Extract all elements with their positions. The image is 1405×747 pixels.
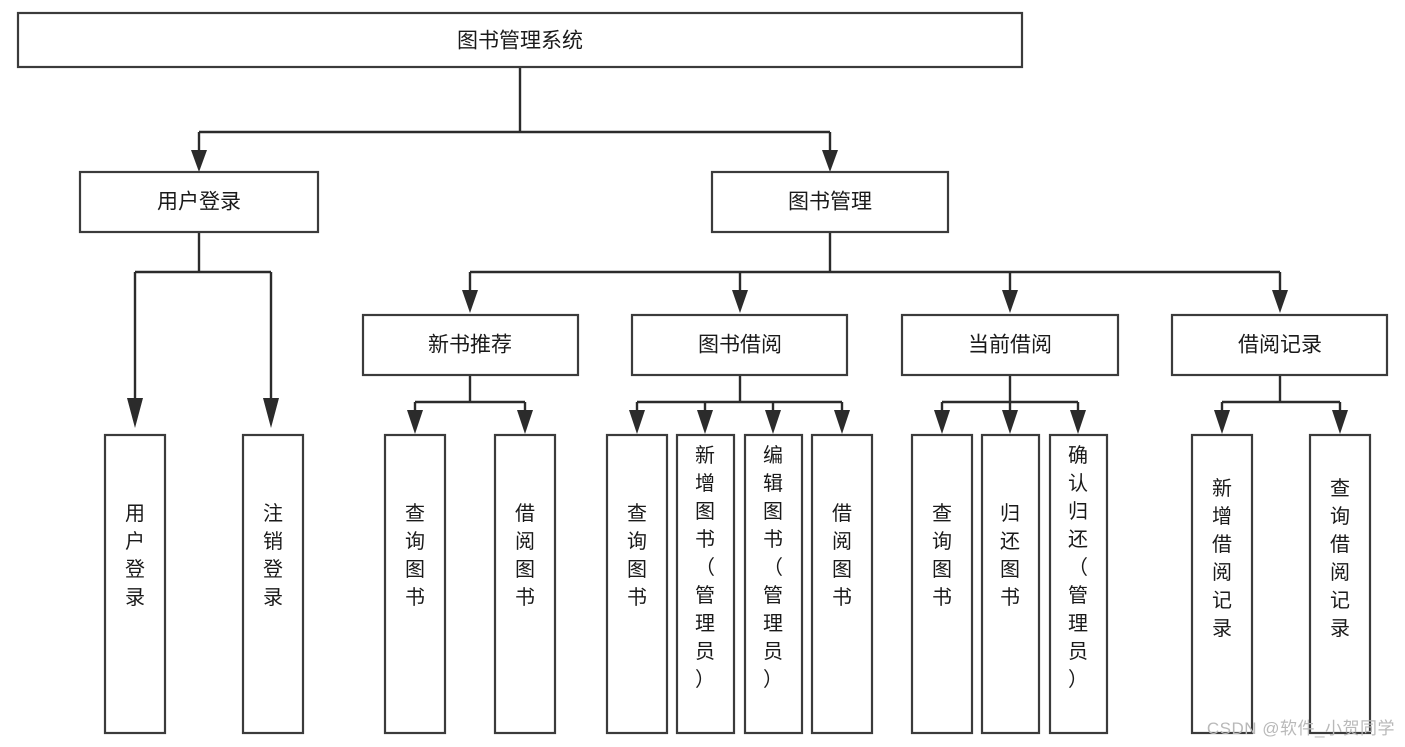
leaf-add-book-admin[interactable]: 新增图书（管理员） <box>675 433 736 735</box>
node-new-book-recommend-box[interactable] <box>361 313 580 377</box>
node-book-manage-box[interactable] <box>710 170 950 234</box>
leaf-logout-login-label: 注销登录 <box>263 502 283 609</box>
leaf-borrow-book-2-label: 借阅图书 <box>832 502 852 609</box>
leaf-edit-book-admin-box[interactable] <box>743 433 804 735</box>
leaf-add-book-admin-label: 新增图书（管理员） <box>695 444 715 691</box>
node-root[interactable]: 图书管理系统 <box>16 11 1024 69</box>
leaf-query-borrow-record[interactable]: 查询借阅记录 <box>1308 433 1372 735</box>
leaf-query-book-2-box[interactable] <box>605 433 669 735</box>
node-user-login-box[interactable] <box>78 170 320 234</box>
node-current-borrow-box[interactable] <box>900 313 1120 377</box>
arrowhead-leaf-return-book <box>1002 410 1018 434</box>
arrowhead-leaf-borrow-book-1 <box>517 410 533 434</box>
leaf-query-book-3-label: 查询图书 <box>932 502 952 609</box>
leaf-return-book-box[interactable] <box>980 433 1041 735</box>
leaf-borrow-book-2[interactable]: 借阅图书 <box>810 433 874 735</box>
arrowhead-leaf-add-book-admin <box>697 410 713 434</box>
leaf-borrow-book-2-box[interactable] <box>810 433 874 735</box>
node-book-manage[interactable]: 图书管理 <box>710 170 950 234</box>
arrowhead-leaf-borrow-book-2 <box>834 410 850 434</box>
node-current-borrow-label: 当前借阅 <box>968 334 1052 357</box>
leaf-query-book-1-label: 查询图书 <box>405 502 425 609</box>
arrowhead-book-borrow <box>732 290 748 313</box>
arrowhead-leaf-logout-login <box>263 398 279 428</box>
leaf-query-borrow-record-label: 查询借阅记录 <box>1330 477 1350 640</box>
leaf-logout-login[interactable]: 注销登录 <box>241 433 305 735</box>
node-borrow-record[interactable]: 借阅记录 <box>1170 313 1389 377</box>
node-root-box[interactable] <box>16 11 1024 69</box>
arrowhead-leaf-edit-book-admin <box>765 410 781 434</box>
leaf-return-book[interactable]: 归还图书 <box>980 433 1041 735</box>
leaf-query-book-2-label: 查询图书 <box>627 502 647 609</box>
arrowhead-current-borrow <box>1002 290 1018 313</box>
node-new-book-recommend[interactable]: 新书推荐 <box>361 313 580 377</box>
leaf-user-login-box[interactable] <box>103 433 167 735</box>
leaf-edit-book-admin-label: 编辑图书（管理员） <box>763 444 783 691</box>
node-book-manage-label: 图书管理 <box>788 191 872 214</box>
leaf-user-login[interactable]: 用户登录 <box>103 433 167 735</box>
node-root-label: 图书管理系统 <box>457 30 583 53</box>
arrowhead-leaf-add-borrow-record <box>1214 410 1230 434</box>
leaf-edit-book-admin[interactable]: 编辑图书（管理员） <box>743 433 804 735</box>
arrowhead-leaf-confirm-return-admin <box>1070 410 1086 434</box>
leaf-return-book-label: 归还图书 <box>1000 502 1020 609</box>
leaf-query-book-1-box[interactable] <box>383 433 447 735</box>
leaf-query-book-3-box[interactable] <box>910 433 974 735</box>
leaf-confirm-return-admin-box[interactable] <box>1048 433 1109 735</box>
leaf-add-borrow-record-label: 新增借阅记录 <box>1212 477 1232 640</box>
node-borrow-record-label: 借阅记录 <box>1238 334 1322 357</box>
leaf-borrow-book-1[interactable]: 借阅图书 <box>493 433 557 735</box>
leaf-confirm-return-admin[interactable]: 确认归还（管理员） <box>1048 433 1109 735</box>
arrowhead-leaf-query-book-3 <box>934 410 950 434</box>
leaf-add-borrow-record[interactable]: 新增借阅记录 <box>1190 433 1254 735</box>
leaf-user-login-label: 用户登录 <box>125 503 145 609</box>
arrowhead-user-login <box>191 150 207 172</box>
arrowhead-borrow-record <box>1272 290 1288 313</box>
leaf-query-borrow-record-box[interactable] <box>1308 433 1372 735</box>
node-book-borrow-label: 图书借阅 <box>698 334 782 357</box>
node-user-login-label: 用户登录 <box>157 191 241 214</box>
leaf-borrow-book-1-label: 借阅图书 <box>515 502 535 609</box>
arrowhead-book-manage <box>822 150 838 172</box>
node-current-borrow[interactable]: 当前借阅 <box>900 313 1120 377</box>
leaf-add-borrow-record-box[interactable] <box>1190 433 1254 735</box>
leaf-add-book-admin-box[interactable] <box>675 433 736 735</box>
arrowhead-new-book-recommend <box>462 290 478 313</box>
leaf-query-book-3[interactable]: 查询图书 <box>910 433 974 735</box>
leaf-confirm-return-admin-label: 确认归还（管理员） <box>1068 444 1088 691</box>
leaf-query-book-1[interactable]: 查询图书 <box>383 433 447 735</box>
arrowhead-leaf-user-login <box>127 398 143 428</box>
leaf-borrow-book-1-box[interactable] <box>493 433 557 735</box>
connector-layer <box>127 67 1348 434</box>
node-book-borrow-box[interactable] <box>630 313 849 377</box>
arrowhead-leaf-query-book-2 <box>629 410 645 434</box>
node-book-borrow[interactable]: 图书借阅 <box>630 313 849 377</box>
leaf-logout-login-box[interactable] <box>241 433 305 735</box>
node-new-book-recommend-label: 新书推荐 <box>428 334 512 357</box>
leaf-query-book-2[interactable]: 查询图书 <box>605 433 669 735</box>
node-borrow-record-box[interactable] <box>1170 313 1389 377</box>
node-user-login[interactable]: 用户登录 <box>78 170 320 234</box>
arrowhead-leaf-query-borrow-record <box>1332 410 1348 434</box>
arrowhead-leaf-query-book-1 <box>407 410 423 434</box>
